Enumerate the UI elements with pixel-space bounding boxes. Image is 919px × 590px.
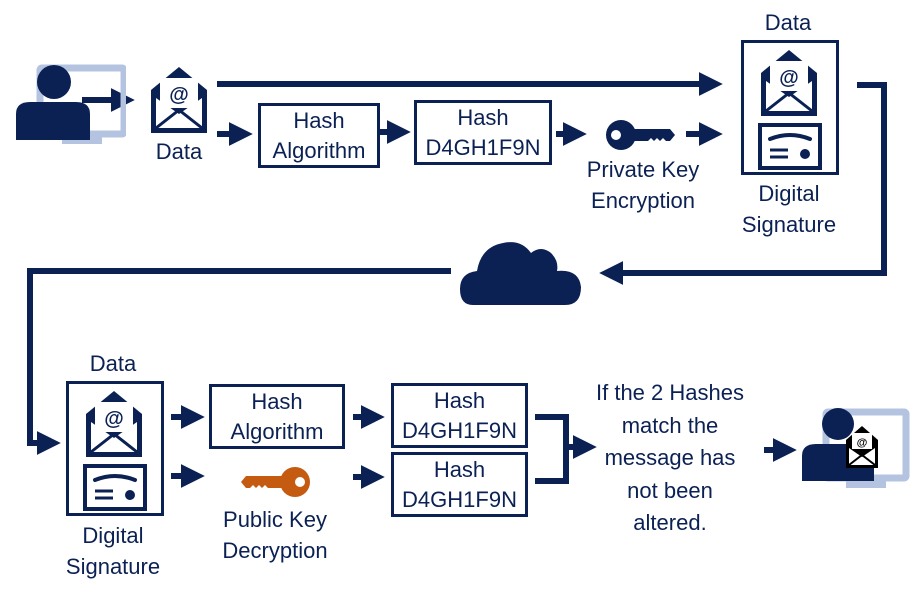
verify-hash-value-box-2: Hash D4GH1F9N bbox=[391, 452, 528, 517]
envelope-at-icon: @ bbox=[151, 67, 207, 133]
public-key-label-line2: Decryption bbox=[222, 538, 328, 563]
verify-hash-algorithm-line1: Hash bbox=[251, 389, 303, 414]
private-key-icon bbox=[606, 120, 675, 150]
svg-text:@: @ bbox=[779, 67, 799, 89]
signed-package-label-line2: Signature bbox=[741, 212, 837, 237]
conclusion-line: match the bbox=[621, 412, 719, 438]
certificate-icon bbox=[83, 464, 147, 511]
svg-text:@: @ bbox=[169, 84, 189, 106]
hash-algorithm-line2: Algorithm bbox=[272, 138, 366, 163]
conclusion-text: If the 2 Hashes match the message has no… bbox=[584, 377, 756, 540]
verify-hash-value-2-line2: D4GH1F9N bbox=[402, 487, 517, 512]
conclusion-line: not been bbox=[627, 477, 713, 503]
public-key-icon bbox=[241, 467, 310, 497]
verify-hash-value-box-1: Hash D4GH1F9N bbox=[391, 383, 528, 448]
hash-value-line2: D4GH1F9N bbox=[425, 135, 541, 160]
user-computer-envelope-icon: @ bbox=[802, 408, 910, 488]
hash-algorithm-box: Hash Algorithm bbox=[258, 103, 380, 168]
received-package: @ bbox=[66, 381, 164, 516]
received-package-label-line1: Digital bbox=[82, 523, 144, 548]
envelope-at-icon: @ bbox=[761, 50, 817, 116]
signed-package-label-line1: Digital bbox=[758, 181, 820, 206]
certificate-icon bbox=[758, 123, 822, 170]
conclusion-line: message has bbox=[604, 445, 736, 471]
line-signature-to-cloud bbox=[599, 82, 887, 285]
line-cloud-to-received-package bbox=[27, 268, 451, 455]
sender-data-label: Data bbox=[155, 139, 203, 164]
conclusion-line: If the 2 Hashes bbox=[596, 380, 744, 405]
user-computer-icon bbox=[16, 64, 126, 144]
cloud-icon bbox=[460, 242, 581, 305]
conclusion-line: altered. bbox=[633, 510, 707, 536]
signed-package: @ bbox=[741, 40, 839, 175]
verify-hash-algorithm-line2: Algorithm bbox=[230, 419, 324, 444]
received-package-top-label: Data bbox=[89, 351, 137, 376]
verify-hash-value-1-line2: D4GH1F9N bbox=[402, 418, 517, 443]
bracket-combine-hashes bbox=[535, 414, 569, 484]
svg-text:@: @ bbox=[857, 437, 868, 449]
received-package-label-line2: Signature bbox=[65, 554, 161, 579]
envelope-at-icon: @ bbox=[846, 426, 878, 468]
signed-package-top-label: Data bbox=[764, 10, 812, 35]
private-key-label-line2: Encryption bbox=[591, 188, 695, 213]
public-key-label-line1: Public Key bbox=[223, 507, 327, 532]
verify-hash-value-1-line1: Hash bbox=[433, 388, 486, 413]
hash-value-box: Hash D4GH1F9N bbox=[414, 100, 552, 165]
private-key-label-line1: Private Key bbox=[586, 157, 700, 182]
envelope-at-icon: @ bbox=[86, 391, 142, 457]
verify-hash-value-2-line1: Hash bbox=[433, 457, 486, 482]
svg-text:@: @ bbox=[104, 408, 124, 430]
hash-algorithm-line1: Hash bbox=[293, 108, 345, 133]
hash-value-line1: Hash bbox=[457, 105, 509, 130]
verify-hash-algorithm-box: Hash Algorithm bbox=[209, 384, 345, 449]
